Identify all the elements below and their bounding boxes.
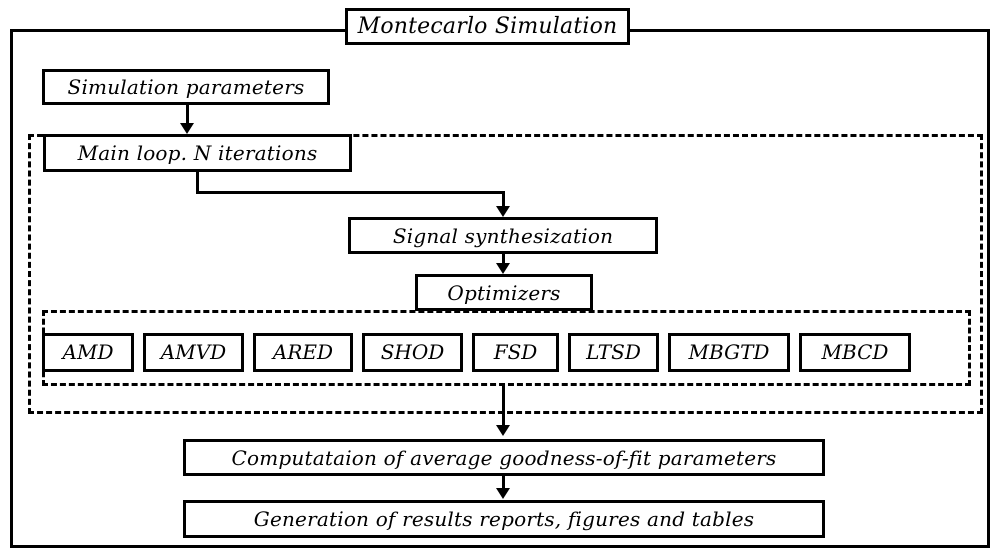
connector-params-to-mainloop-arrow: [180, 123, 194, 134]
connector-mainloop-to-signal-arrow: [496, 206, 510, 217]
connector-mainloop-to-signal-down: [196, 172, 199, 194]
optimizer-label: LTSD: [586, 340, 641, 364]
connector-loop-to-computation-line: [502, 386, 505, 426]
connector-mainloop-to-signal-drop: [502, 191, 505, 210]
optimizer-box: ARED: [253, 332, 353, 372]
optimizer-box: AMD: [42, 332, 134, 372]
optimizer-box: MBGTD: [668, 332, 790, 372]
diagram-title-label: Montecarlo Simulation: [357, 14, 618, 39]
main-loop-node: Main loop. N iterations: [43, 134, 352, 172]
connector-loop-to-computation-arrow: [496, 425, 510, 436]
generation-node: Generation of results reports, figures a…: [183, 500, 825, 538]
connector-mainloop-to-signal-across: [196, 191, 505, 194]
optimizers-label: Optimizers: [447, 280, 561, 305]
simulation-parameters-label: Simulation parameters: [67, 75, 305, 99]
main-loop-label: Main loop. N iterations: [77, 141, 318, 165]
optimizer-label: AMVD: [160, 340, 227, 364]
connector-computation-to-generation-arrow: [496, 488, 510, 499]
diagram-title-box: Montecarlo Simulation: [345, 8, 630, 45]
generation-label: Generation of results reports, figures a…: [253, 507, 755, 531]
connector-signal-to-optimizers-line: [502, 254, 505, 264]
simulation-parameters-node: Simulation parameters: [42, 69, 330, 105]
optimizer-label: ARED: [272, 340, 334, 364]
optimizer-label: MBCD: [821, 340, 889, 364]
optimizer-box: AMVD: [143, 332, 244, 372]
optimizer-label: SHOD: [380, 340, 445, 364]
optimizer-box: LTSD: [568, 332, 659, 372]
connector-computation-to-generation-line: [502, 476, 505, 489]
optimizer-label: FSD: [493, 340, 538, 364]
connector-params-to-mainloop-line: [186, 105, 189, 127]
signal-synthesization-label: Signal synthesization: [392, 223, 614, 248]
optimizer-label: AMD: [62, 340, 114, 364]
optimizer-box: FSD: [472, 332, 559, 372]
computation-node: Computataion of average goodness-of-fit …: [183, 439, 825, 476]
signal-synthesization-node: Signal synthesization: [348, 217, 658, 254]
optimizer-box-row: AMD AMVD ARED SHOD FSD LTSD MBGTD MBCD: [42, 332, 971, 372]
computation-label: Computataion of average goodness-of-fit …: [231, 445, 777, 470]
optimizer-box: MBCD: [799, 332, 911, 372]
optimizer-box: SHOD: [362, 332, 463, 372]
main-loop-region: [28, 134, 983, 414]
optimizers-node: Optimizers: [415, 274, 593, 311]
optimizer-label: MBGTD: [688, 340, 770, 364]
connector-signal-to-optimizers-arrow: [496, 263, 510, 274]
